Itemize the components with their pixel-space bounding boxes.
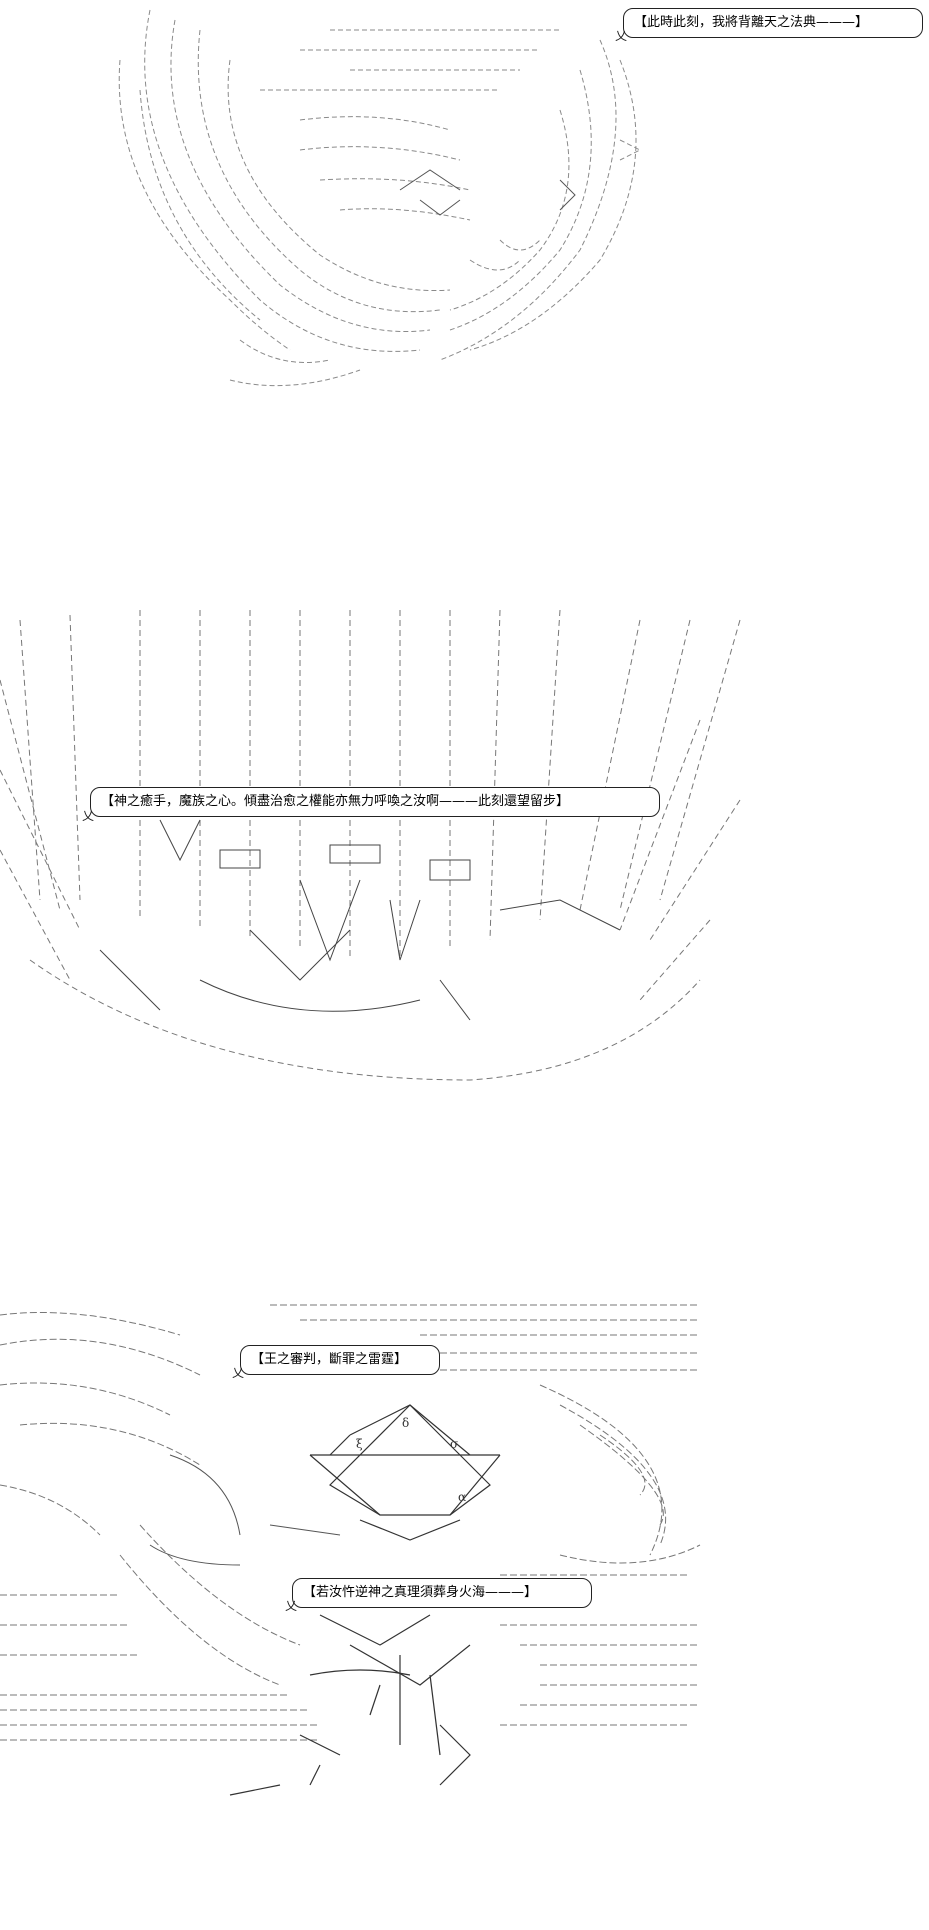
ascii-art-swirl — [118, 9, 642, 387]
speech-text: 【此時此刻，我將背離天之法典———】 — [634, 15, 869, 30]
bubble-tail: 乂 — [232, 1366, 245, 1380]
seal-glyph-xi: ξ — [356, 1437, 363, 1451]
bubble-tail: 乂 — [615, 29, 628, 43]
seal-glyph-sigma: σ — [450, 1437, 459, 1451]
ascii-art-judgement — [0, 1304, 701, 1796]
seal-glyph-delta: δ — [402, 1416, 410, 1430]
speech-text: 【神之癒手，魔族之心。傾盡治愈之權能亦無力呼喚之汝啊———此刻還望留步】 — [101, 794, 570, 809]
speech-text: 【王之審判，斷罪之雷霆】 — [251, 1352, 408, 1367]
ascii-art-radiance — [0, 609, 741, 1081]
bubble-tail: 乂 — [285, 1599, 298, 1613]
speech-bubble: 【王之審判，斷罪之雷霆】 — [240, 1345, 440, 1375]
seal-glyph-alpha: α — [458, 1490, 467, 1504]
speech-bubble: 【此時此刻，我將背離天之法典———】 — [623, 8, 923, 38]
speech-text: 【若汝忤逆神之真理須葬身火海———】 — [303, 1585, 538, 1600]
bubble-tail: 乂 — [82, 809, 95, 823]
speech-bubble: 【若汝忤逆神之真理須葬身火海———】 — [292, 1578, 592, 1608]
panel-1: 【此時此刻，我將背離天之法典———】 乂 — [0, 0, 929, 420]
speech-bubble: 【神之癒手，魔族之心。傾盡治愈之權能亦無力呼喚之汝啊———此刻還望留步】 — [90, 787, 660, 817]
panel-3: δ ξ σ α 【王之審判，斷罪之雷霆】 乂 【若汝忤逆神之真理須葬身火海———… — [0, 1295, 929, 1855]
panel-2: 【神之癒手，魔族之心。傾盡治愈之權能亦無力呼喚之汝啊———此刻還望留步】 乂 — [0, 600, 929, 1120]
